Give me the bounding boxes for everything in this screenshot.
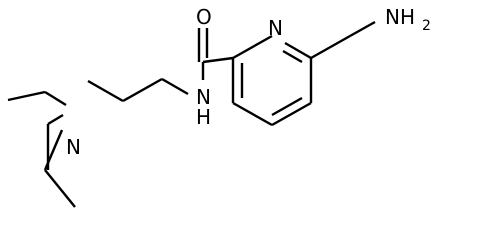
atom-labels: O N NH 2 N H N — [66, 5, 431, 159]
bond-ch2-n — [349, 20, 376, 38]
amide-nitrogen-label: N — [196, 85, 211, 109]
bond-ethyl2-end — [44, 169, 76, 208]
bond-c1-c2 — [122, 77, 163, 103]
amine-nh-label: NH — [385, 5, 415, 29]
ring-nitrogen-label: N — [268, 16, 283, 40]
bond-n-ethyl1 — [47, 113, 64, 126]
bond-ring-4b — [271, 96, 303, 117]
bond-nh-c1 — [161, 77, 189, 96]
bond-lines — [7, 20, 376, 208]
bond-c-ring — [202, 56, 234, 64]
oxygen-label: O — [196, 5, 212, 29]
bond-ch2 — [310, 34, 351, 60]
bond-ring-3 — [232, 101, 273, 127]
bond-ring-6 — [284, 41, 312, 60]
bond-ring-4 — [271, 101, 312, 127]
amine-subscript-label: 2 — [422, 18, 431, 34]
bond-ethyl2-alt — [43, 129, 64, 171]
structure-canvas: O N NH 2 N H N — [7, 5, 431, 208]
bond-n-ethyl2 — [44, 90, 67, 107]
bond-ring-6b — [282, 49, 303, 64]
bond-c2-n — [87, 79, 124, 103]
bond-ethyl2-c — [7, 90, 46, 102]
amide-hydrogen-label: H — [196, 105, 211, 129]
tertiary-nitrogen-label: N — [66, 135, 81, 159]
bond-ring-1 — [232, 34, 273, 60]
